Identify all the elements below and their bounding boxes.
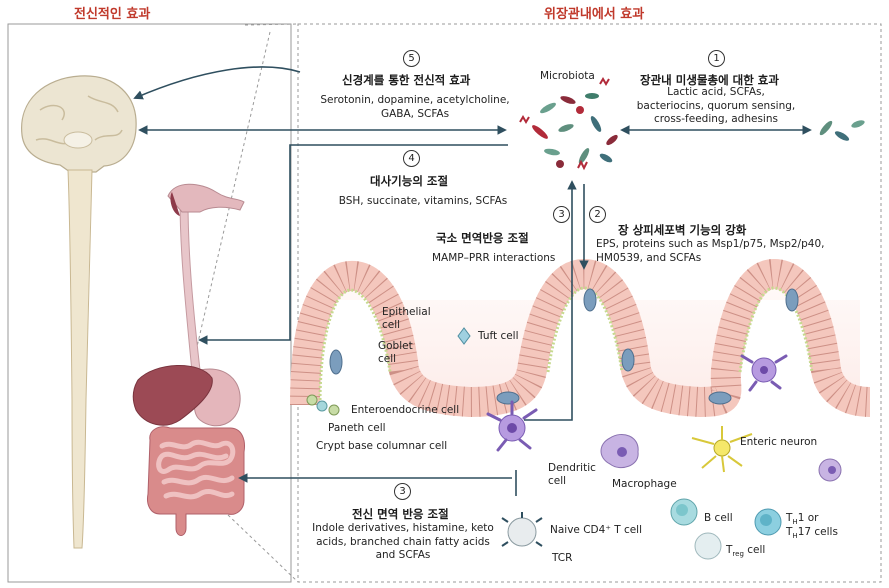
section-3b-body: Indole derivatives, histamine, keto acid… xyxy=(312,522,494,561)
dendritic-cell-illustration xyxy=(486,400,538,452)
distant-microbes xyxy=(819,120,865,141)
section-2-number: 2 xyxy=(589,206,606,223)
left-panel-frame xyxy=(7,23,292,583)
section-2-title: 장 상피세포벽 기능의 강화 xyxy=(618,223,747,237)
section-3b-title: 전신 면역 반응 조절 xyxy=(352,507,449,521)
enteroendocrine-cell-label: Enteroendocrine cell xyxy=(351,404,460,416)
section-5-body: Serotonin, dopamine, acetylcholine, GABA… xyxy=(320,94,510,120)
goblet-cell-label: Goblet cell xyxy=(378,340,413,365)
paneth-cell-label: Paneth cell xyxy=(328,422,386,434)
macrophage-label: Macrophage xyxy=(612,478,677,490)
right-panel-title: 위장관내에서 효과 xyxy=(544,7,645,22)
small-macrophage-illustration xyxy=(818,458,842,482)
treg-cell-label: Treg cell xyxy=(726,544,766,559)
arrows xyxy=(133,66,812,496)
treg-cell-illustration xyxy=(694,532,722,560)
zoom-line-bottom xyxy=(227,514,299,583)
tuft-cell-label: Tuft cell xyxy=(478,330,519,342)
naive-t-cell-label: Naive CD4⁺ T cell xyxy=(550,524,643,536)
dendritic-cell-2-illustration xyxy=(740,354,788,392)
section-4-body: BSH, succinate, vitamins, SCFAs xyxy=(338,195,508,207)
section-3b-number: 3 xyxy=(394,483,411,500)
section-5-title: 신경계를 통한 전신적 효과 xyxy=(342,73,471,87)
enteric-neuron-label: Enteric neuron xyxy=(740,436,818,448)
section-3a-title: 국소 면역반응 조절 xyxy=(436,231,529,245)
macrophage-illustration xyxy=(600,434,639,468)
microbiota-cluster xyxy=(519,77,618,171)
b-cell-illustration xyxy=(670,498,698,526)
section-4-title: 대사기능의 조절 xyxy=(370,174,449,188)
epithelium-illustration xyxy=(290,258,871,418)
th-cell-illustration xyxy=(754,508,782,536)
section-3a-body: MAMP–PRR interactions xyxy=(432,252,556,264)
section-1-title: 장관내 미생물총에 대한 효과 xyxy=(640,73,779,87)
spinal-cord-illustration xyxy=(67,169,93,549)
dendritic-cell-label: Dendritic cell xyxy=(548,462,596,487)
left-panel-title: 전신적인 효과 xyxy=(74,7,151,22)
enteric-neuron-illustration xyxy=(691,426,753,473)
section-1-body: Lactic acid, SCFAs, bacteriocins, quorum… xyxy=(636,86,796,125)
section-1-number: 1 xyxy=(708,50,725,67)
b-cell-label: B cell xyxy=(704,512,733,524)
naive-t-cell-illustration xyxy=(501,512,543,547)
section-5-number: 5 xyxy=(403,50,420,67)
section-4-number: 4 xyxy=(403,150,420,167)
crypt-base-cell-label: Crypt base columnar cell xyxy=(316,440,448,452)
microbiota-label: Microbiota xyxy=(540,70,595,82)
tcr-label: TCR xyxy=(552,552,573,564)
zoom-line-top xyxy=(244,23,299,26)
section-3a-number: 3 xyxy=(553,206,570,223)
digestive-system-illustration xyxy=(132,183,245,536)
brain-illustration xyxy=(21,75,137,173)
section-2-body: EPS, proteins such as Msp1/p75, Msp2/p40… xyxy=(596,238,825,264)
epithelial-cell-label: Epithelial cell xyxy=(382,306,431,331)
